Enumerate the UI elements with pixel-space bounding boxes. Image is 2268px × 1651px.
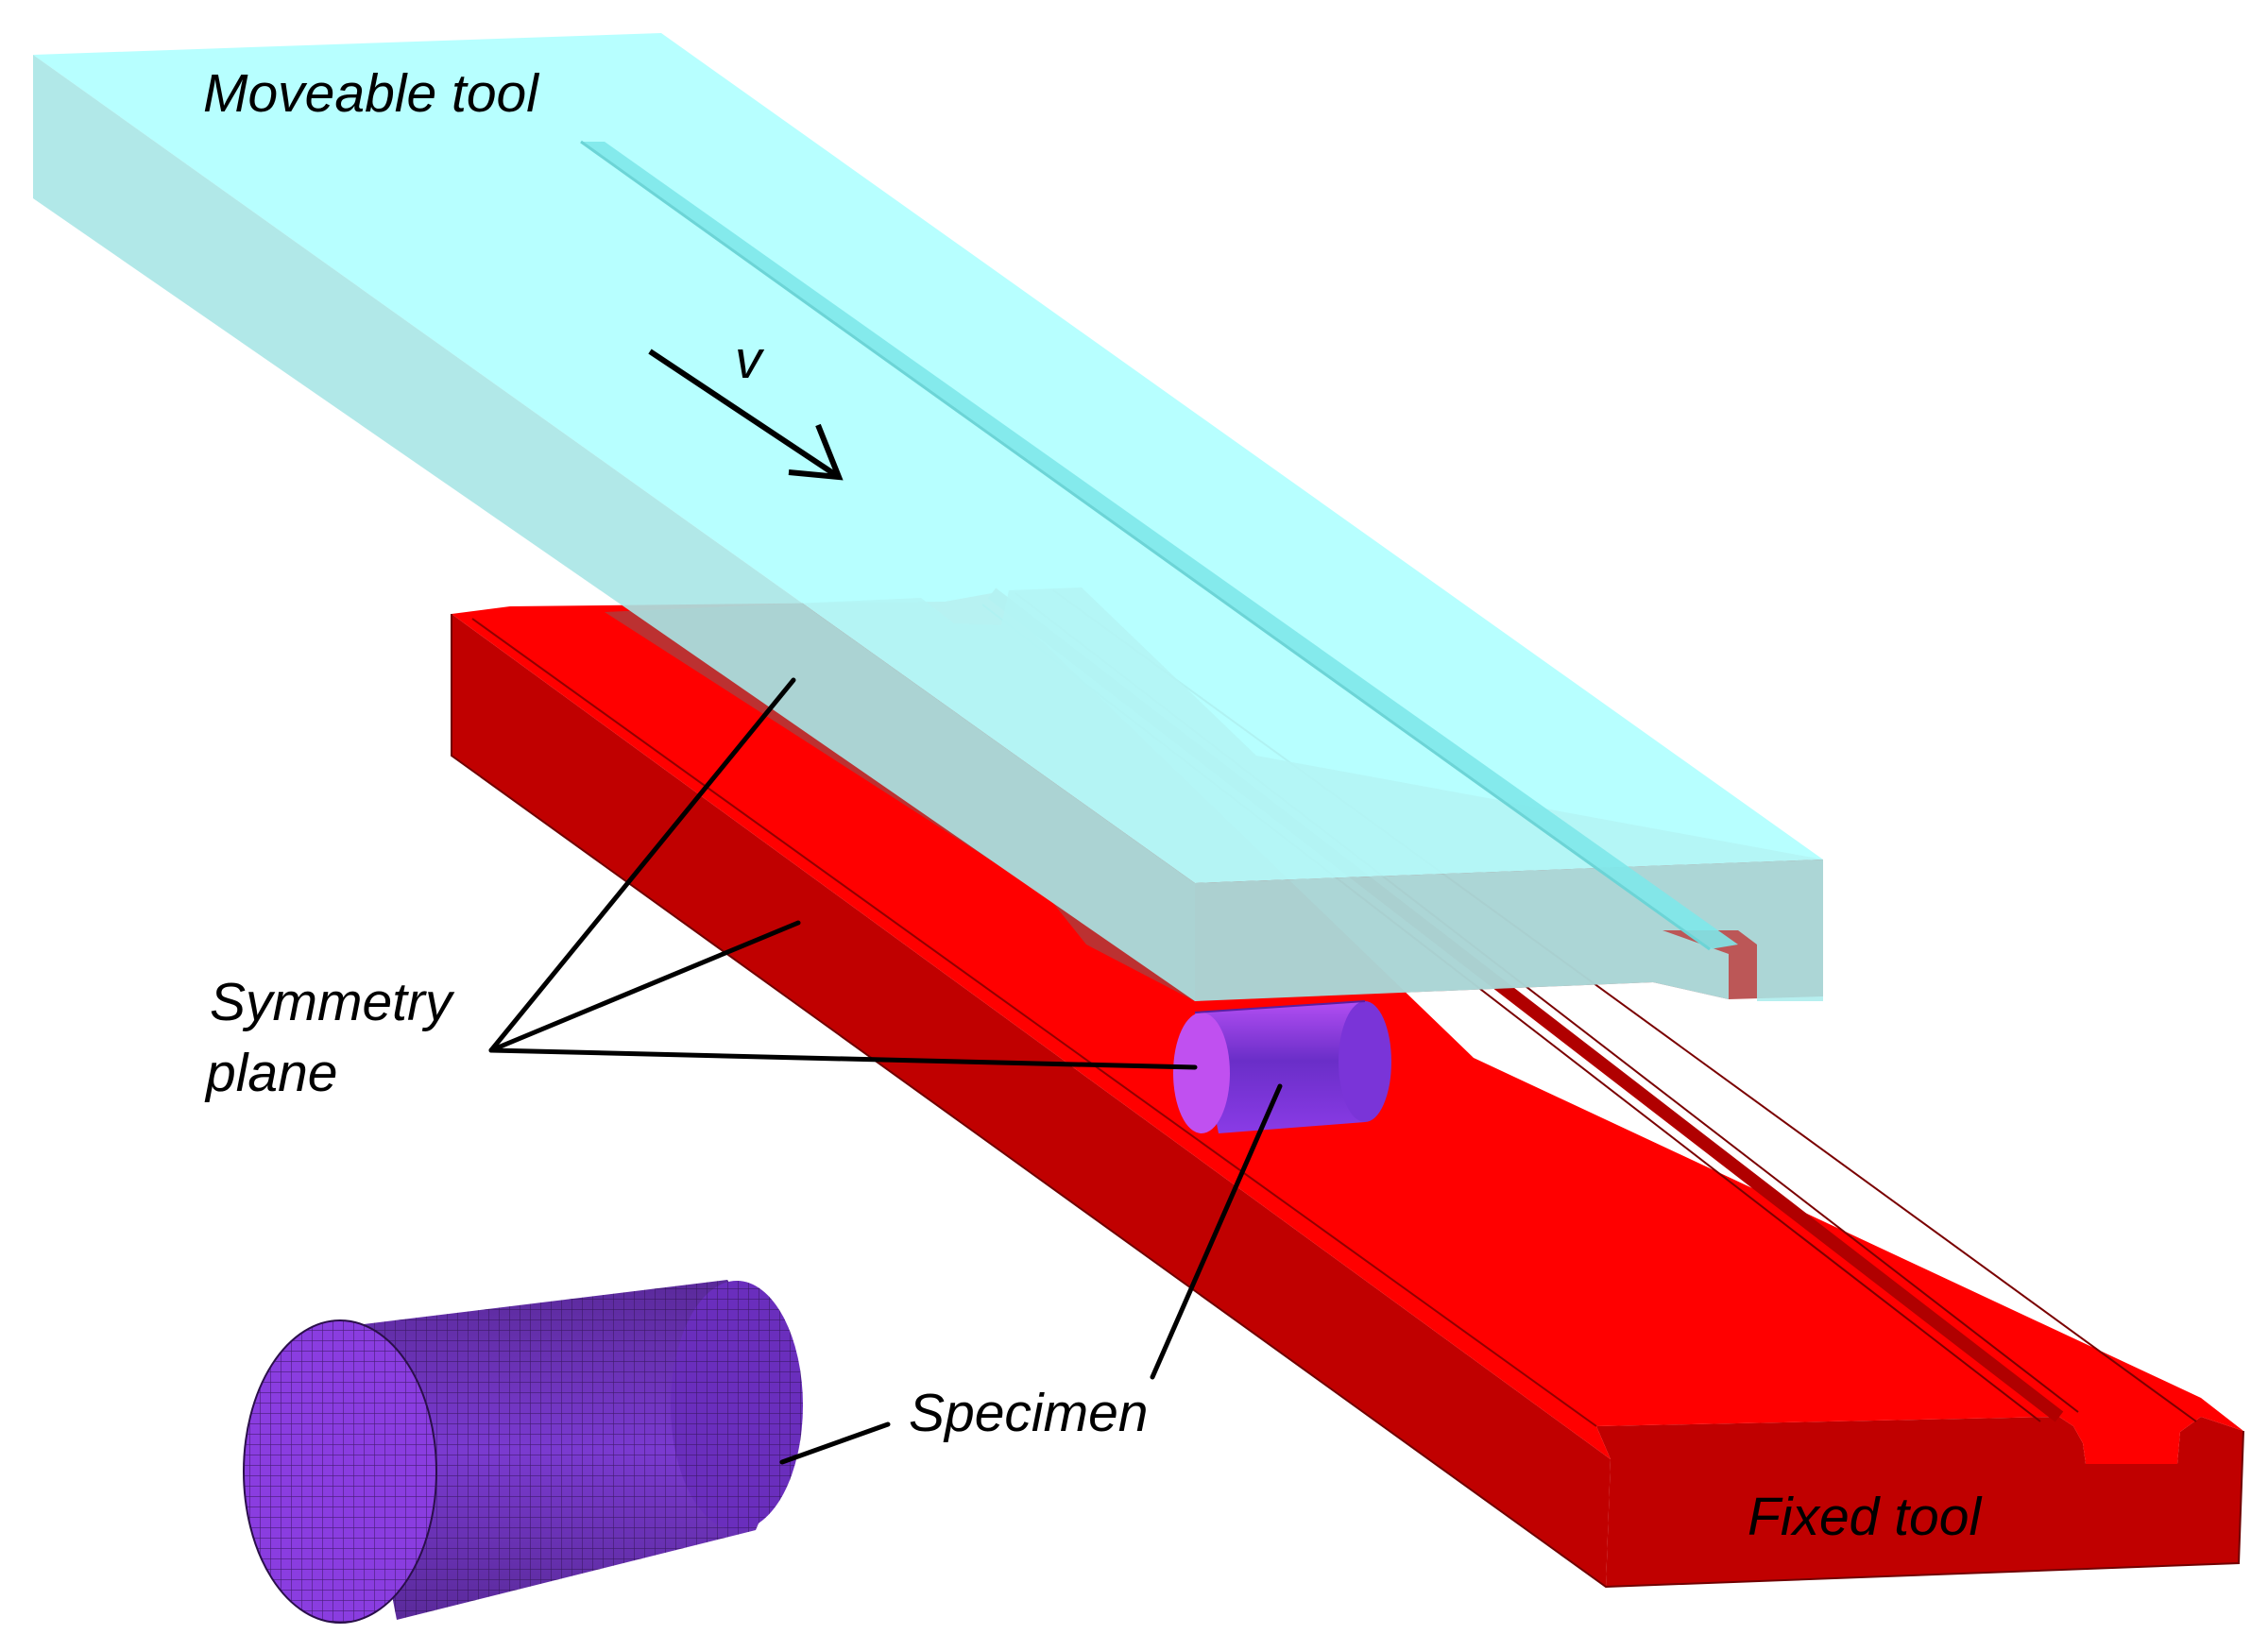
- fixed-tool-outline: [451, 614, 2244, 1589]
- moveable-tool-groove-edge: [580, 140, 1711, 951]
- moveable-tool-top-face: [33, 33, 1823, 883]
- moveable-tool-left-face: [33, 55, 1195, 1001]
- specimen-small: [1173, 1000, 1391, 1133]
- moveable-tool-groove: [581, 142, 1738, 949]
- symmetry-plane-label-line2: plane: [204, 1043, 337, 1103]
- velocity-label: v: [735, 330, 765, 390]
- symmetry-plane-leaders: [488, 677, 1198, 1070]
- velocity-arrow-icon: [648, 349, 844, 481]
- specimen-leader-upper: [1150, 1083, 1283, 1380]
- fixed-tool-edge-line: [471, 618, 1597, 1427]
- fixed-tool-left-face: [452, 614, 1611, 1587]
- specimen-meshed: [243, 1280, 803, 1624]
- symmetry-plane-label-line1: Symmetry: [210, 972, 455, 1032]
- specimen-small-end-face: [1173, 1013, 1230, 1133]
- moveable-tool-label: Moveable tool: [203, 63, 539, 124]
- fixed-tool-front-face: [1596, 1417, 2243, 1587]
- fixed-tool-label: Fixed tool: [1748, 1487, 1982, 1547]
- specimen-leader-lower: [779, 1421, 891, 1465]
- specimen-label: Specimen: [909, 1383, 1148, 1443]
- moveable-tool: [33, 33, 1823, 1001]
